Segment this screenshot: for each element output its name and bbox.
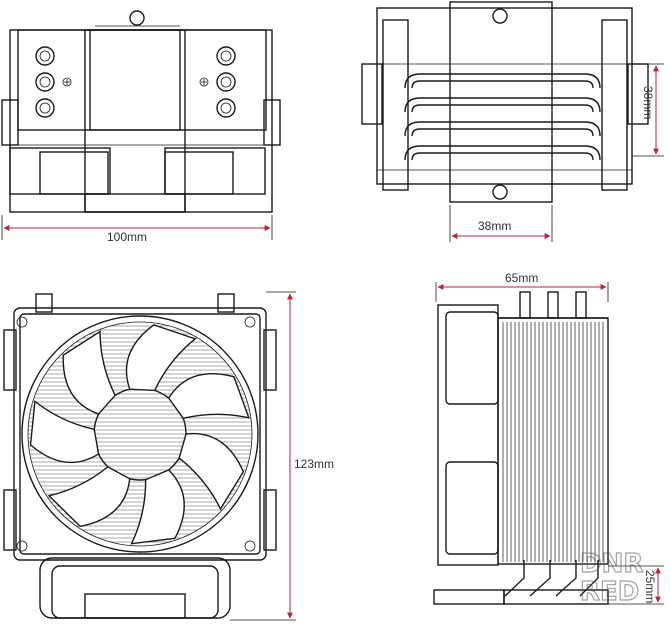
front-view: 123mm — [3, 291, 334, 621]
dim-side-depth: 38mm — [641, 86, 655, 119]
screw-holes-right — [199, 46, 236, 118]
dim-side-width: 38mm — [478, 219, 511, 233]
watermark-line-2: RED — [580, 577, 639, 607]
fan-ring — [21, 315, 259, 553]
dim-top-width: 100mm — [107, 230, 147, 244]
screw-holes-left — [35, 46, 72, 118]
side-fins — [502, 322, 604, 562]
heatpipes — [404, 73, 601, 161]
side-view-top: 38mm 38mm — [361, 1, 664, 242]
watermark-line-1: DNR — [580, 549, 643, 579]
side-view-bottom: 65mm 25mm DNR RED — [433, 271, 664, 608]
dim-base-offset: 25mm — [643, 570, 657, 603]
mount-hole-icon — [129, 10, 145, 26]
fan-blade — [178, 432, 245, 511]
fan-blades — [29, 324, 250, 545]
fan-blade — [47, 466, 131, 528]
top-view: 100mm — [1, 10, 281, 244]
fan-blade — [62, 330, 116, 415]
fan-blade — [167, 373, 250, 420]
dim-side-view-width: 65mm — [505, 271, 538, 285]
fan-blade — [130, 469, 185, 545]
fan-blade — [125, 324, 197, 392]
dim-front-height: 123mm — [294, 457, 334, 471]
fan-blade — [29, 400, 100, 464]
